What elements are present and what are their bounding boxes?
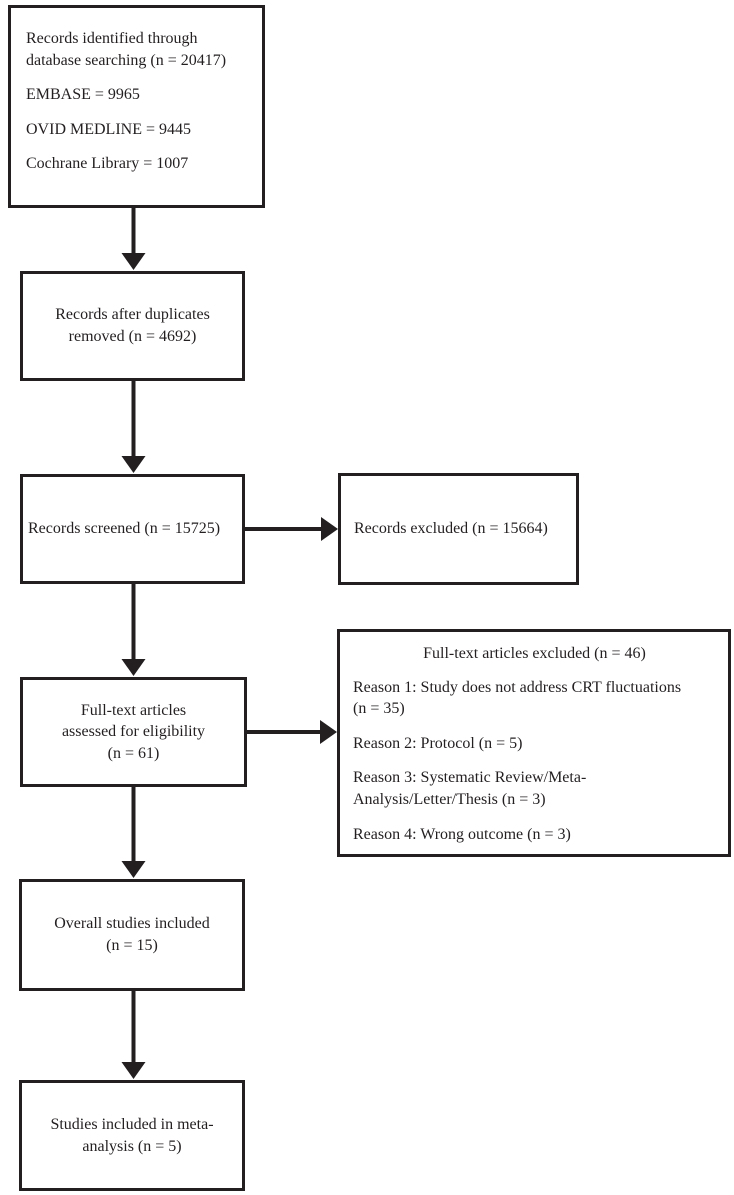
exclusion-reason-1-line1: Reason 1: Study does not address CRT flu… [353, 678, 682, 696]
meta-analysis-line1: Studies included in meta- [50, 1115, 214, 1133]
box-fulltext-assessed: Full-text articles assessed for eligibil… [20, 677, 247, 787]
overall-included-line2: (n = 15) [106, 937, 158, 954]
duplicates-removed-line2: removed (n = 4692) [68, 328, 197, 345]
arrow-identified-to-duplicates [121, 207, 146, 270]
overall-included-line1: Overall studies included [54, 915, 210, 933]
box-meta-analysis-included: Studies included in meta- analysis (n = … [19, 1080, 245, 1191]
meta-analysis-line2: analysis (n = 5) [82, 1137, 182, 1155]
exclusion-reason-2: Reason 2: Protocol (n = 5) [353, 734, 523, 752]
records-identified-line2: database searching (n = 20417) [26, 51, 227, 69]
box-overall-included: Overall studies included (n = 15) [19, 879, 245, 991]
arrow-screened-to-fulltext [121, 584, 146, 676]
fulltext-excluded-title: Full-text articles excluded (n = 46) [423, 645, 646, 662]
duplicates-removed-line1: Records after duplicates [55, 306, 210, 324]
box-records-screened: Records screened (n = 15725) [20, 474, 245, 584]
arrow-fulltext-to-excluded [247, 720, 337, 744]
arrow-overall-to-meta [121, 991, 146, 1079]
box-duplicates-removed: Records after duplicates removed (n = 46… [20, 271, 245, 381]
records-identified-line1: Records identified through [26, 30, 198, 47]
box-records-excluded: Records excluded (n = 15664) [338, 473, 579, 585]
exclusion-reason-3: Reason 3: Systematic Review/Meta- Analys… [353, 767, 716, 810]
records-identified-text: Records identified through database sear… [26, 28, 254, 71]
fulltext-assessed-line1: Full-text articles [80, 701, 187, 719]
records-screened-text: Records screened (n = 15725) [28, 520, 221, 538]
exclusion-reason-4: Reason 4: Wrong outcome (n = 3) [353, 825, 571, 843]
ovid-medline-count: OVID MEDLINE = 9445 [26, 120, 191, 138]
cochrane-count: Cochrane Library = 1007 [26, 155, 189, 173]
fulltext-assessed-line2: assessed for eligibility [61, 723, 206, 741]
box-records-identified: Records identified through database sear… [8, 5, 265, 208]
exclusion-reason-3-line2: Analysis/Letter/Thesis (n = 3) [353, 790, 546, 808]
records-excluded-text: Records excluded (n = 15664) [354, 520, 548, 538]
embase-count: EMBASE = 9965 [26, 86, 140, 104]
exclusion-reason-3-line1: Reason 3: Systematic Review/Meta- [353, 769, 587, 787]
arrow-fulltext-to-overall [121, 787, 146, 878]
exclusion-reason-1: Reason 1: Study does not address CRT flu… [353, 677, 716, 720]
arrow-screened-to-excluded [245, 517, 338, 541]
box-fulltext-excluded: Full-text articles excluded (n = 46) Rea… [337, 629, 731, 857]
fulltext-assessed-line3: (n = 61) [107, 744, 160, 762]
arrow-duplicates-to-screened [121, 381, 146, 473]
exclusion-reason-1-line2: (n = 35) [353, 700, 405, 718]
